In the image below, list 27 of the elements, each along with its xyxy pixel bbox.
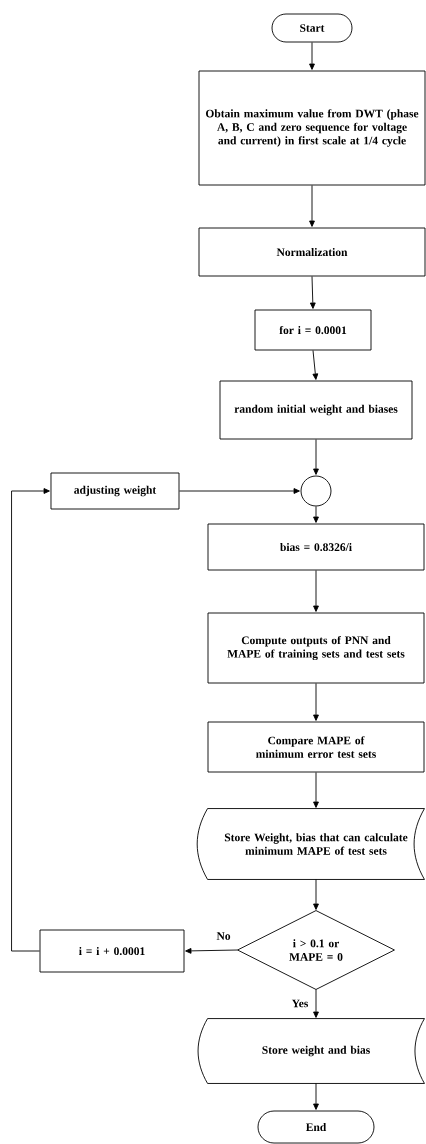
arrow: [313, 439, 319, 475]
arrow: [309, 185, 315, 227]
arrow: [313, 683, 319, 721]
process-box: for i = 0.0001: [254, 309, 372, 351]
arrow: [313, 772, 319, 808]
process-box: Normalization: [198, 227, 426, 277]
arrow: [313, 506, 319, 523]
process-box: Obtain maximum value from DWT (phase A, B, C and zero sequence for voltage and current) in first scale at 1/4 cycle: [198, 70, 426, 186]
edge-label: No: [215, 931, 232, 941]
arrow: [179, 488, 300, 494]
edge-label: Yes: [290, 998, 310, 1009]
process-box: Compare MAPE of minimum error test sets: [207, 721, 425, 773]
arrow: [313, 1083, 319, 1110]
arrow: [313, 879, 319, 910]
process-box: adjusting weight: [50, 472, 180, 510]
arrow: [312, 350, 319, 380]
process-box: i = i + 0.0001: [39, 929, 185, 973]
process-box: random initial weight and biases: [219, 380, 413, 440]
arrow: [313, 989, 319, 1018]
arrow: [309, 276, 316, 309]
connector-circle: [300, 475, 332, 507]
arrow: [313, 570, 319, 612]
process-box: Compute outputs of PNN and MAPE of training sets and test sets: [207, 612, 425, 684]
arrow: [11, 488, 50, 952]
arrow: [185, 948, 238, 954]
arrow: [309, 42, 315, 70]
process-box: bias = 0.8326/i: [207, 523, 425, 571]
